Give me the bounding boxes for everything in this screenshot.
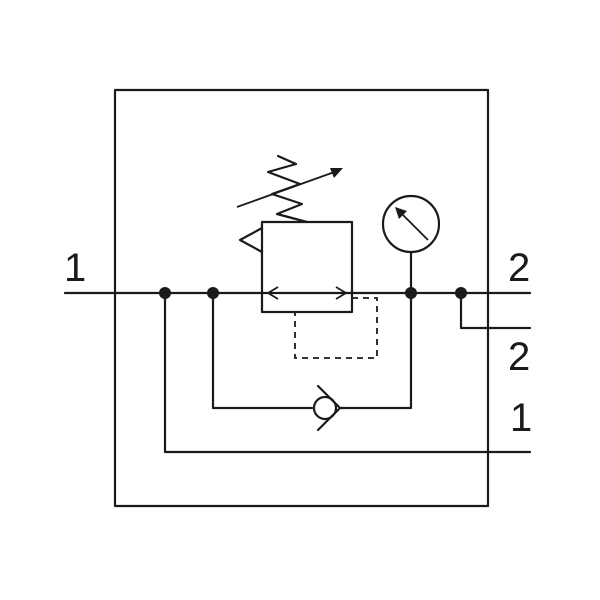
pressure-gauge [381, 194, 441, 295]
bypass-line [211, 291, 314, 410]
gauge-dial [381, 194, 441, 254]
regulator-arrow-right [335, 286, 348, 300]
pressure-regulator [236, 154, 378, 359]
pilot-dashed-line [294, 297, 378, 359]
check-valve [312, 384, 342, 432]
junction-dot-bypass-in [207, 287, 219, 299]
bypass-line-return [338, 291, 413, 410]
junction-dot-bypass-out [405, 287, 417, 299]
port-label-outlet-main: 2 [508, 246, 530, 290]
port-label-return: 1 [510, 396, 532, 440]
return-line [163, 291, 532, 454]
secondary-outlet-line [459, 291, 532, 330]
port-label-inlet: 1 [64, 246, 86, 290]
spring-adjust-arrowhead [330, 168, 343, 178]
spring-adjust-arrow [236, 169, 341, 208]
regulator-arrow-left [266, 286, 279, 300]
junction-dot-secondary [455, 287, 467, 299]
junction-dot-return [159, 287, 171, 299]
check-valve-ball [312, 395, 338, 421]
pilot-triangle [238, 226, 264, 254]
gauge-needle-head [395, 207, 407, 219]
housing-frame [113, 88, 490, 508]
port-label-outlet-secondary: 2 [508, 335, 530, 379]
check-valve-seat [316, 384, 342, 432]
